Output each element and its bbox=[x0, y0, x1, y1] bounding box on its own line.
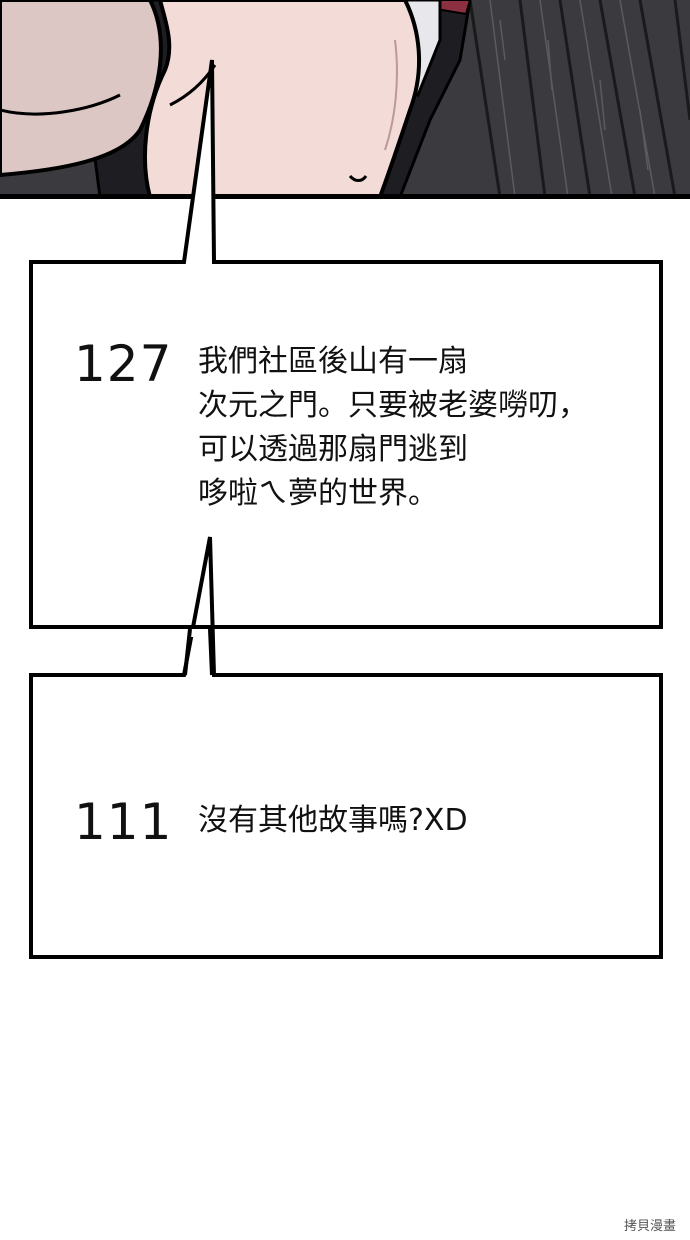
comment-text: 沒有其他故事嗎?XD bbox=[198, 803, 468, 838]
comment-text: 我們社區後山有一扇 次元之門。只要被老婆嘮叨， 可以透過那扇門逃到 哆啦ㄟ夢的世… bbox=[198, 344, 588, 511]
comic-art-panel bbox=[0, 0, 690, 197]
comment-number: 111 bbox=[74, 793, 173, 851]
panel-border bbox=[0, 194, 690, 199]
watermark: 拷貝漫畫 bbox=[623, 1219, 676, 1234]
comment-number: 127 bbox=[74, 335, 173, 393]
comic-art-illustration bbox=[0, 0, 690, 197]
